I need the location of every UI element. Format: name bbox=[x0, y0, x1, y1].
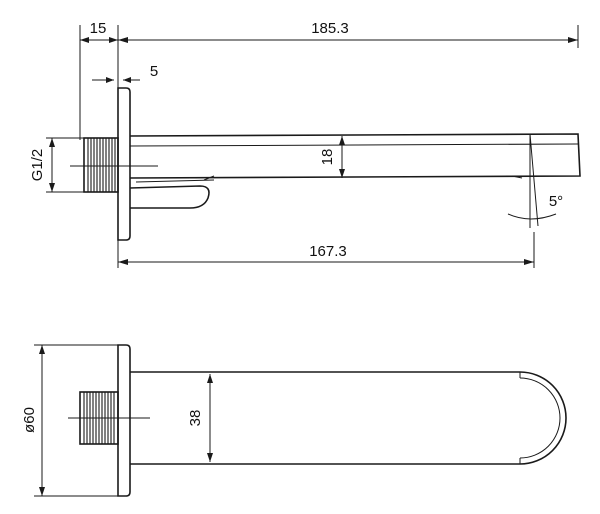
dim-185-3-label: 185.3 bbox=[311, 20, 349, 37]
dim-185-3: 185.3 bbox=[118, 20, 579, 48]
spout-plan bbox=[130, 371, 567, 465]
dim-38: 38 bbox=[187, 374, 213, 462]
flange-side bbox=[117, 87, 131, 241]
dim-5-degree-label: 5° bbox=[549, 193, 563, 210]
dim-60: ø60 bbox=[21, 344, 118, 497]
flange-plan bbox=[117, 344, 131, 497]
dim-g12: G1/2 bbox=[29, 137, 84, 193]
dim-5: 5 bbox=[92, 63, 158, 83]
dim-5-label: 5 bbox=[150, 63, 158, 80]
thread-connector-plan bbox=[68, 391, 150, 445]
side-view: 15 185.3 5 bbox=[29, 20, 581, 268]
dim-167-3: 167.3 bbox=[117, 232, 535, 268]
thread-connector-side bbox=[70, 137, 158, 193]
dim-5-degree: 5° bbox=[507, 133, 563, 228]
dim-60-label: ø60 bbox=[21, 407, 38, 433]
dim-167-3-label: 167.3 bbox=[309, 243, 347, 260]
dim-18-label: 18 bbox=[319, 149, 336, 166]
dim-38-label: 38 bbox=[187, 410, 204, 427]
spout-side bbox=[129, 133, 581, 209]
dim-18: 18 bbox=[319, 136, 345, 178]
plan-view: ø60 bbox=[21, 344, 567, 497]
dim-g12-label: G1/2 bbox=[29, 149, 46, 182]
dim-15-label: 15 bbox=[90, 20, 107, 37]
dim-15: 15 bbox=[79, 20, 119, 140]
